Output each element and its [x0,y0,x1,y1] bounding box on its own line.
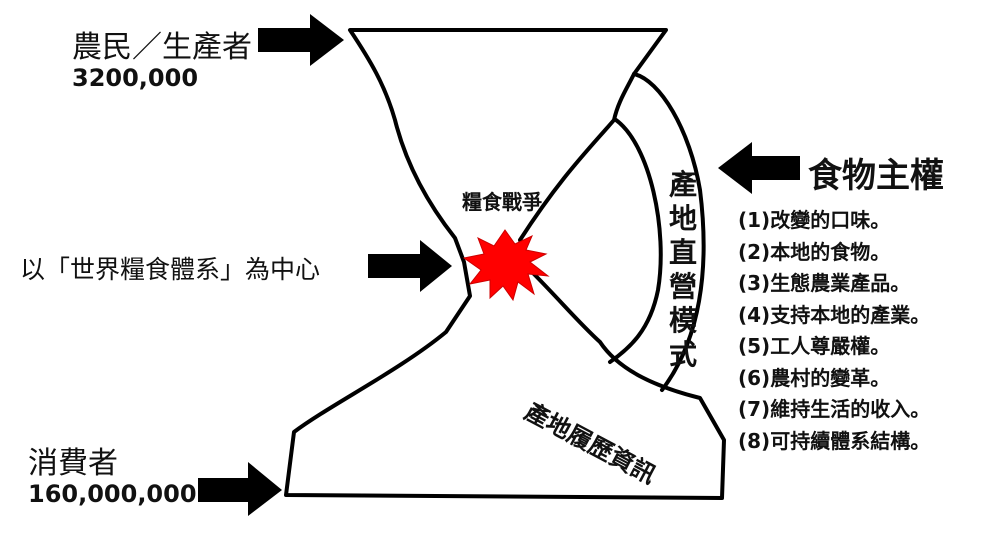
list-item: (4)支持本地的產業。 [738,302,931,327]
sovereignty-title: 食物主權 [808,156,944,196]
producers-label: 農民／生產者 [72,30,252,65]
list-item: (5)工人尊嚴權。 [738,334,891,358]
sovereignty-list: (1)改變的口味。 (2)本地的食物。 (3)生態農業產品。 (4)支持本地的產… [738,205,930,457]
list-item: (6)農村的變革。 [738,365,891,390]
arrow-consumers [198,462,282,516]
outer-arc [632,72,706,392]
list-item: (2)本地的食物。 [738,239,891,264]
center-label: 以「世界糧食體系」為中心 [20,255,321,284]
list-item: (7)維持生活的收入。 [738,397,931,421]
arrow-producers [258,14,344,66]
inner-arc [608,118,663,364]
conflict-burst [462,229,550,302]
list-item: (8)可持續體系結構。 [738,428,931,453]
list-item: (3)生態農業產品。 [738,271,911,295]
arrow-center [368,240,452,292]
consumers-label: 消費者 [28,446,118,481]
producers-count: 3200,000 [72,64,199,92]
list-item: (1)改變的口味。 [738,208,891,232]
arrow-sovereignty [718,142,800,194]
war-label: 糧食戰爭 [462,190,542,214]
consumers-count: 160,000,000 [28,480,197,508]
direct-model-label: 產地直營模式 [668,168,697,371]
